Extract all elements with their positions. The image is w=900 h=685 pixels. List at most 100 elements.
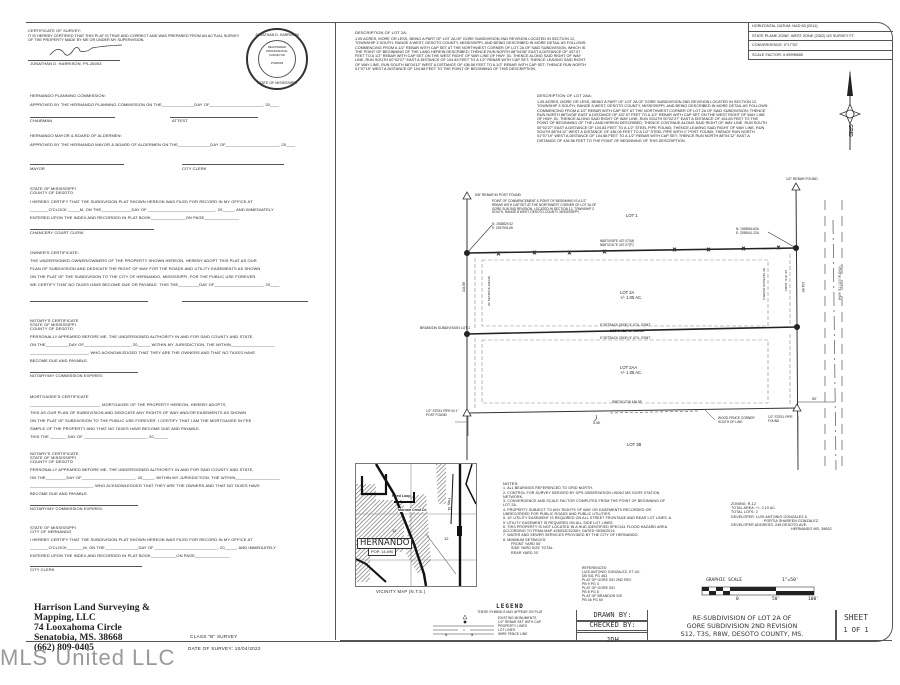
setback-front-note: Front yard 50' [511, 542, 542, 547]
map-label-morrow: Morrow Crest Dr. [398, 508, 427, 512]
svg-text:x: x [707, 247, 710, 253]
fence-note: Wood Fence Corner South of Line [718, 416, 755, 424]
title-block-rules [576, 621, 647, 633]
notary1-line2: on the__________Day of__________________… [30, 342, 276, 347]
legend-item-property: Property Lines [498, 624, 527, 628]
note-5: 5. 10' utility easement is required on a… [503, 516, 671, 525]
svg-text:x: x [742, 246, 745, 252]
datum-horizontal: Horizontal Datum: NAD 83 (2011) [749, 22, 893, 32]
bottom-rule [340, 640, 892, 641]
legend-heading: LEGEND [496, 603, 524, 610]
panel-divider [335, 22, 336, 640]
notary1-county: County of DeSoto [30, 326, 74, 331]
notary2-line3: ___________________________, who acknowl… [30, 483, 260, 488]
total-lots: Total Lots: 2 [731, 510, 758, 515]
seal-inner: Registered Professional Surveyor [266, 45, 288, 57]
legend: LEGEND These symbols may appear on plat … [450, 603, 570, 636]
setback-rear: 20' Setback (Rear) [487, 276, 491, 306]
owners-line4: We certify that no taxes have become due… [30, 282, 280, 287]
east-dist: 104.83' [801, 282, 805, 293]
note-4: 4. Property subject to any rights of way… [503, 507, 652, 516]
city-line3: entered upon the index and recorded in p… [30, 553, 230, 558]
notary1-state: State of Mississippi [30, 322, 76, 327]
survey-date: Date of Survey: 10/04/2022 [188, 646, 261, 651]
grid-label: GRID [846, 124, 853, 137]
setback-side-upper: 5' Setback (Side) 5' Util. Esmt. [600, 323, 651, 327]
found-ne: 1/2" Rebar Found [786, 177, 818, 181]
developer: Developer: Luis Antonio Gonzalez & [731, 514, 808, 519]
north-bearing-m: N88°04'08"E 437.07'(M) [600, 239, 635, 243]
notary1-expires: Notary/My Commission Expires: [30, 373, 104, 378]
north-bearing-p: N88°02'41"E 437.07'(P) [600, 242, 634, 247]
owners-line1: The undersigned owner/owners of the prop… [30, 258, 257, 263]
mortgagee-line3: on the plat of subdivision to the public… [30, 418, 252, 423]
project-title-block: RE-SUBDIVISION OF LOT 2A OF GORE SUBDIVI… [647, 610, 837, 640]
map-label-hwy: Hwy. 51 [447, 498, 451, 511]
lot2aa-desc-text: 1.05 Acres, more or less, being a part o… [537, 100, 769, 143]
svg-text:x: x [777, 245, 780, 251]
cert-survey-signer: Jonathan D. Harrison, PS-26003 [30, 61, 102, 66]
notary1-line4: become due and payable. [30, 358, 89, 363]
datum-scale-factor: Scale Factor: 0.99995655 [749, 51, 893, 60]
checked-by-label: CHECKED BY: [577, 621, 648, 631]
chancery-county: County of DeSoto [30, 190, 74, 195]
setback-rear-note: Rear yard 20' [511, 550, 539, 555]
mortgagee-line4: simple of the property and that no taxes… [30, 426, 201, 431]
mayor-approved: Approved by the Hernando Mayor & Board o… [30, 142, 296, 147]
reference-3: PB 9 PG 4 [582, 582, 599, 586]
lot2aa-area: +/- 1.05 Ac. [620, 370, 643, 375]
notary2-heading: Notary's Certificate [30, 451, 79, 456]
row-offset: 50' [812, 397, 817, 401]
title-line3: S12, T3S, R8W, DESOTO COUNTY, MS. [680, 630, 804, 638]
sheet-block: SHEET 1 OF 1 [835, 610, 893, 640]
notary2-line1: Personally appeared before me, the under… [30, 467, 254, 472]
total-area: Total Area: +/- 2.10 Ac. [731, 506, 777, 511]
hwy-label: Hwy. 51 (100' R.O.W.) [838, 265, 842, 301]
city-city: City of Hernando [30, 529, 72, 534]
mayor-label: Mayor [30, 166, 45, 171]
map-pop: POP. 14,090 [368, 548, 397, 556]
scale-tick-100: 100' [808, 597, 820, 602]
vicinity-map: HERNANDO POP. 14,090 Reed Loop Morrow Cr… [355, 463, 477, 587]
map-label-reed: Reed Loop [392, 494, 411, 498]
setback-side-lower: 5' Setback (Side) 5' Util. Esmt. [600, 336, 651, 340]
planning-heading: Hernando Planning Commission: [30, 93, 106, 98]
svg-text:x: x [603, 249, 606, 255]
south-bearing: S88°04'12"W 436.05' [612, 400, 643, 404]
seal-number: PS26003 [270, 61, 284, 65]
references-block: References: Luis Antonio Gonzalez, et ux… [582, 566, 641, 602]
surveyor-seal: Jonathan D. Harrison Registered Professi… [246, 28, 308, 90]
sheet-label: SHEET [843, 613, 869, 622]
map-label-12: 12 [444, 536, 449, 541]
title-line1: RE-SUBDIVISION OF LOT 2A OF [692, 614, 792, 622]
city-signer: City Clerk [30, 567, 55, 572]
map-caption: Vicinity Map (N.T.S.) [376, 589, 426, 594]
sheet-border [26, 22, 893, 642]
svg-text:x: x [673, 247, 676, 253]
lot2a-name: Lot 2A [620, 290, 635, 295]
planning-approved: Approved by the Hernando Planning Commis… [30, 102, 280, 107]
chancery-signer: Chancery Court Clerk [30, 230, 84, 235]
note-3: 3. Convergence and scale factor computed… [503, 499, 666, 508]
note-8: 8. Minimum setbacks: [503, 537, 547, 542]
lot2aa-desc-heading: Description of Lot 2AA: [537, 93, 592, 98]
mortgagee-line5: This the _______ Day of ________________… [30, 434, 168, 439]
chairman-label: Chairman [30, 118, 53, 123]
city-line1: I hereby certify that the subdivision pl… [30, 537, 253, 542]
legend-item-fence: Wire Fence Line [498, 632, 528, 636]
reference-5: PB 8 PG 8 [582, 590, 599, 594]
reference-1: DB 931 PG 463 [582, 574, 608, 578]
drawn-by-label: DRAWN BY: [577, 611, 648, 621]
survey-class: Class "B" Survey [190, 634, 238, 639]
developer-address: Developer Address: 245 DeSoto Ave. [731, 523, 808, 528]
legend-item-monuments: Existing Monuments [498, 616, 537, 620]
lot2a-desc-heading: Description of Lot 2A: [355, 30, 408, 35]
reference-0: Luis Antonio Gonzalez, et ux. [582, 570, 641, 574]
lot2a-label: Lot 2A+/- 1.05 Ac. [620, 290, 642, 300]
note-2: 2. Control for survey derived by GPS obs… [503, 490, 660, 499]
legend-subheading: These symbols may appear on plat [477, 610, 543, 614]
cert-survey-text: It is hereby certified that this plat is… [28, 34, 240, 43]
lot1-label: Lot 1 [626, 213, 638, 218]
reference-7: PB 46 PG 50 [582, 598, 603, 602]
